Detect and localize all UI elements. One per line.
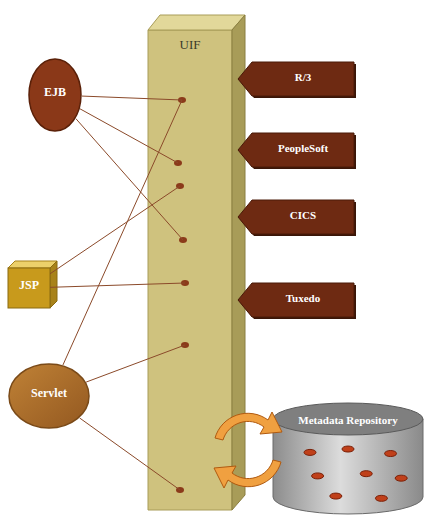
node-label: Servlet: [31, 387, 67, 401]
backend-tab: CICS: [238, 200, 354, 234]
text-area: Metadata Repository: [272, 412, 424, 429]
node-label: UIF: [180, 38, 201, 53]
text-area: CICS: [252, 200, 354, 230]
backend-tab: Tuxedo: [238, 283, 354, 317]
repository-cylinder: Metadata Repository: [272, 402, 424, 514]
text-area: Tuxedo: [252, 283, 354, 313]
node-label: Metadata Repository: [298, 414, 397, 427]
component-oval: EJB: [28, 58, 82, 132]
integration-bar-outline: [148, 15, 245, 510]
text-area: JSP: [8, 268, 50, 304]
text-area: UIF: [148, 35, 232, 55]
backend-tab: PeopleSoft: [238, 133, 354, 167]
component-oval: Servlet: [8, 363, 90, 429]
text-area: Servlet: [8, 363, 90, 425]
text-area: EJB: [28, 58, 82, 128]
node-label: EJB: [44, 86, 66, 100]
node-label: CICS: [290, 209, 316, 222]
node-label: JSP: [19, 279, 39, 293]
integration-bar: UIF: [148, 15, 245, 510]
component-box: JSP: [8, 268, 50, 308]
node-label: R/3: [295, 71, 312, 84]
text-area: R/3: [252, 62, 354, 92]
text-area: PeopleSoft: [252, 133, 354, 163]
node-label: PeopleSoft: [278, 142, 328, 155]
node-label: Tuxedo: [286, 292, 320, 305]
backend-tab: R/3: [238, 62, 354, 96]
